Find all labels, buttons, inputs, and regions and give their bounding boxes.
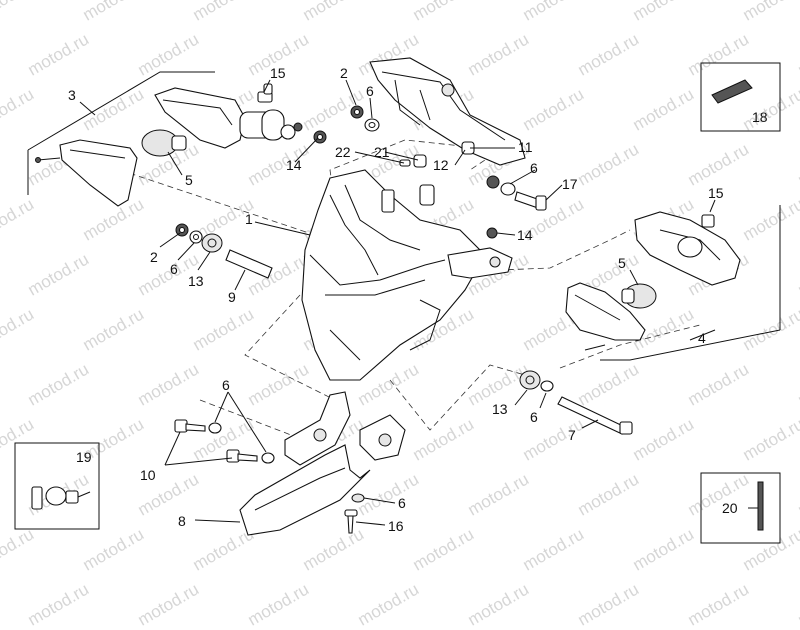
exploded-parts-diagram: 15 3 2 6 14 5 22 21 12 11 6 17 1 14 15 2… bbox=[14, 57, 781, 544]
label-part-6: 6 bbox=[222, 377, 230, 393]
label-part-6: 6 bbox=[170, 261, 178, 277]
right-upper-hardware bbox=[486, 175, 547, 239]
part-labels: 15 3 2 6 14 5 22 21 12 11 6 17 1 14 15 2… bbox=[68, 65, 768, 534]
label-part-10: 10 bbox=[140, 467, 156, 483]
label-part-9: 9 bbox=[228, 289, 236, 305]
label-part-1: 1 bbox=[245, 211, 253, 227]
nut-2-top bbox=[350, 105, 364, 119]
pin-9 bbox=[225, 249, 273, 279]
right-lens bbox=[565, 282, 646, 351]
label-part-19: 19 bbox=[76, 449, 92, 465]
label-part-16: 16 bbox=[388, 518, 404, 534]
washer-6-top bbox=[364, 118, 380, 132]
lower-bracket bbox=[239, 391, 406, 536]
group-bracket-4 bbox=[600, 205, 781, 361]
label-part-5: 5 bbox=[618, 255, 626, 271]
washer-6-left bbox=[189, 230, 203, 244]
label-part-12: 12 bbox=[433, 157, 449, 173]
label-part-18: 18 bbox=[752, 109, 768, 125]
label-part-13: 13 bbox=[188, 273, 204, 289]
label-part-14: 14 bbox=[517, 227, 533, 243]
left-screw-15 bbox=[257, 83, 273, 103]
label-part-13: 13 bbox=[492, 401, 508, 417]
box-18 bbox=[700, 62, 781, 132]
label-part-11: 11 bbox=[518, 139, 533, 155]
left-nut-14 bbox=[313, 130, 327, 144]
label-part-17: 17 bbox=[562, 176, 578, 192]
label-part-6: 6 bbox=[530, 409, 538, 425]
clip-22-21 bbox=[399, 154, 427, 168]
label-part-6: 6 bbox=[530, 160, 538, 176]
upper-bracket bbox=[369, 57, 526, 166]
label-part-21: 21 bbox=[374, 144, 390, 160]
group-bracket-3 bbox=[27, 71, 215, 195]
bushing-13-left bbox=[201, 233, 223, 253]
label-part-2: 2 bbox=[150, 249, 158, 265]
label-part-7: 7 bbox=[568, 427, 576, 443]
lower-hardware bbox=[174, 419, 365, 534]
nut-2-left bbox=[175, 223, 189, 237]
label-part-8: 8 bbox=[178, 513, 186, 529]
right-bulb bbox=[621, 283, 657, 309]
left-bulb bbox=[141, 129, 187, 157]
box-19 bbox=[14, 442, 100, 530]
label-part-5: 5 bbox=[185, 172, 193, 188]
label-part-14: 14 bbox=[286, 157, 302, 173]
label-part-15: 15 bbox=[708, 185, 724, 201]
label-part-20: 20 bbox=[722, 500, 738, 516]
label-part-6: 6 bbox=[366, 83, 374, 99]
headlight-housing bbox=[301, 169, 513, 381]
box-20 bbox=[700, 472, 781, 544]
label-part-6: 6 bbox=[398, 495, 406, 511]
leader-lines bbox=[159, 79, 758, 526]
label-part-3: 3 bbox=[68, 87, 76, 103]
lower-right-hardware bbox=[519, 370, 633, 435]
left-lens bbox=[35, 139, 138, 207]
right-turn-signal bbox=[634, 211, 741, 286]
label-part-22: 22 bbox=[335, 144, 351, 160]
label-part-4: 4 bbox=[698, 330, 706, 346]
label-part-2: 2 bbox=[340, 65, 348, 81]
left-turn-signal bbox=[154, 87, 303, 149]
label-part-15: 15 bbox=[270, 65, 286, 81]
